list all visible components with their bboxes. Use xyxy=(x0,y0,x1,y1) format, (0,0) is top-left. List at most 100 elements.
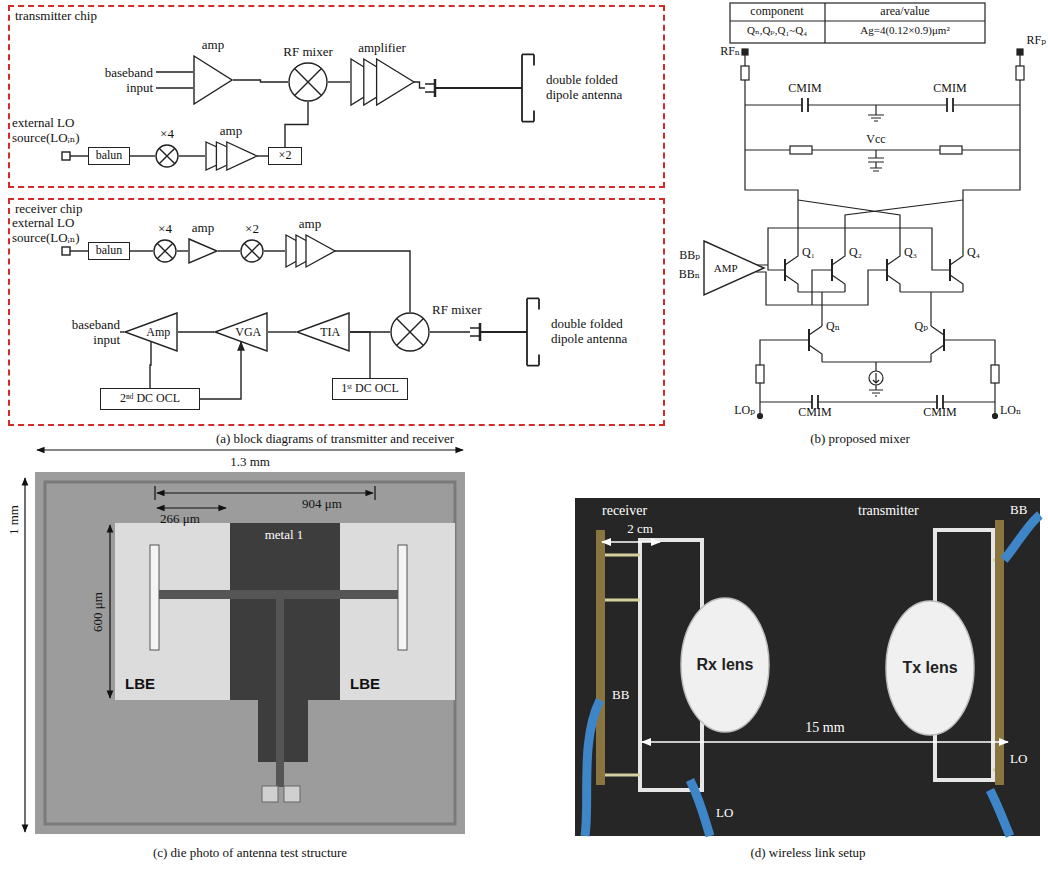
annotation-label: BB xyxy=(1010,503,1027,518)
annotation-label: Q₃ xyxy=(904,246,917,260)
lens-body xyxy=(681,598,769,732)
annotation-label: LO xyxy=(1010,752,1027,767)
annotation-label: (a) block diagrams of transmitter and re… xyxy=(216,432,454,447)
annotation-label: CMIM xyxy=(923,406,956,420)
annotation-label: 904 μm xyxy=(302,497,342,512)
tx-wires xyxy=(156,72,193,88)
antenna-symbol-shape xyxy=(425,48,540,128)
chip-frame-text: receiver chip xyxy=(15,201,82,217)
mixer-symbol-shape xyxy=(288,62,328,102)
amplifier-symbol: amp xyxy=(188,238,218,264)
mixer-schematic xyxy=(756,270,874,305)
annotation-label: area/value xyxy=(880,5,929,19)
annotation-label: Q₁ xyxy=(802,246,815,260)
mixer-symbol: ×4 xyxy=(155,144,179,168)
die-photo xyxy=(45,482,455,824)
die-photo xyxy=(340,523,455,700)
annotation-label: LOₚ xyxy=(734,404,755,418)
annotation-label: baseband input xyxy=(62,318,120,348)
amplifier-chain-text: amplifier xyxy=(358,41,406,56)
annotation-label: CMIM xyxy=(933,82,966,96)
signal-wire xyxy=(150,342,151,388)
die-photo xyxy=(159,590,398,599)
amplifier-chain: amp xyxy=(285,234,335,268)
mixer-schematic xyxy=(1016,66,1024,80)
mixer-schematic xyxy=(741,66,749,80)
mixer-schematic xyxy=(822,362,931,371)
annotation-label: external LO source(LOᵢₙ) xyxy=(12,216,102,246)
annotation-label: component xyxy=(750,5,803,19)
signal-wire xyxy=(257,155,268,156)
mixer-schematic xyxy=(874,240,900,292)
annotation-label: (d) wireless link setup xyxy=(750,846,865,861)
link-photo xyxy=(995,520,1004,785)
lens-label: Rx lens xyxy=(696,656,754,674)
amplifier-symbol: AMP xyxy=(703,240,765,296)
signal-wire xyxy=(130,250,153,251)
antenna-arm xyxy=(480,298,539,365)
antenna-symbol-label: double folded dipole antenna xyxy=(551,317,651,347)
mixer-symbol: RF mixer xyxy=(288,62,328,102)
mixer-schematic xyxy=(869,371,883,385)
annotation-label: receiver xyxy=(602,503,647,519)
mixer-symbol-label: ×4 xyxy=(158,222,172,237)
mixer-schematic xyxy=(758,414,763,419)
process-box: balun xyxy=(88,242,130,260)
tx-wires xyxy=(70,155,88,156)
amplifier-symbol-label: amp xyxy=(202,38,224,53)
mixer-schematic xyxy=(798,292,963,326)
chip-frame-label: receiver chip xyxy=(15,201,82,217)
annotation-label: 15 mm xyxy=(805,720,844,736)
mixer-schematic xyxy=(772,240,798,292)
dimension-lines xyxy=(24,478,25,832)
annotation-label: CMIM xyxy=(788,82,821,96)
mixer-schematic xyxy=(760,401,995,402)
amplifier-chain-shape xyxy=(350,58,414,106)
amplifier-symbol-text: AMP xyxy=(705,262,747,274)
lens-text: Tx lens xyxy=(901,659,959,677)
link-photo xyxy=(690,780,710,836)
process-box-label: balun xyxy=(96,244,123,257)
amplifier-symbol-shape xyxy=(188,238,218,264)
mixer-schematic xyxy=(937,240,963,292)
annotation-label: 1.3 mm xyxy=(230,455,270,470)
mixer-symbol: RF mixer xyxy=(390,312,430,352)
signal-wire xyxy=(328,81,350,82)
amplifier-symbol-label: AMP xyxy=(705,262,747,274)
mixer-schematic xyxy=(963,55,1020,240)
mixer-symbol-label: RF mixer xyxy=(432,303,481,318)
annotation-label: (c) die photo of antenna test structure xyxy=(153,846,347,861)
rx-wires xyxy=(70,250,88,251)
mixer-schematic xyxy=(1017,49,1023,55)
mixer-circle xyxy=(241,240,263,262)
mixer-symbol-text: ×2 xyxy=(245,222,259,237)
dimension-lines xyxy=(155,486,375,500)
annotation-label: BB xyxy=(612,688,629,703)
annotation-label: Q₂ xyxy=(849,246,862,260)
signal-wire xyxy=(218,250,240,251)
lens: Tx lens xyxy=(885,600,975,736)
antenna-symbol-text: double folded dipole antenna xyxy=(551,317,651,347)
chip-frame-text: transmitter chip xyxy=(15,8,97,24)
lens-body xyxy=(886,601,974,735)
annotation-label: Q₄ xyxy=(967,246,980,260)
mixer-schematic xyxy=(993,414,998,419)
antenna-symbol-shape xyxy=(470,292,545,372)
triangle xyxy=(306,235,335,267)
triangle xyxy=(189,239,217,263)
annotation-label: transmitter xyxy=(858,503,919,519)
annotation-label: baseband input xyxy=(95,66,153,96)
mixer-symbol-text: RF mixer xyxy=(283,45,332,60)
amplifier-symbol: TIA xyxy=(296,312,350,352)
mixer-cross xyxy=(397,319,424,346)
signal-wire xyxy=(177,250,188,251)
link-photo xyxy=(605,555,640,775)
signal-wire xyxy=(178,331,214,332)
amplifier-symbol: amp xyxy=(193,55,233,105)
link-photo xyxy=(575,498,1040,836)
link-photo xyxy=(575,498,1040,836)
mixer-schematic xyxy=(796,326,822,362)
signal-wire xyxy=(430,331,470,332)
lens-backside-region-shape xyxy=(115,523,230,700)
